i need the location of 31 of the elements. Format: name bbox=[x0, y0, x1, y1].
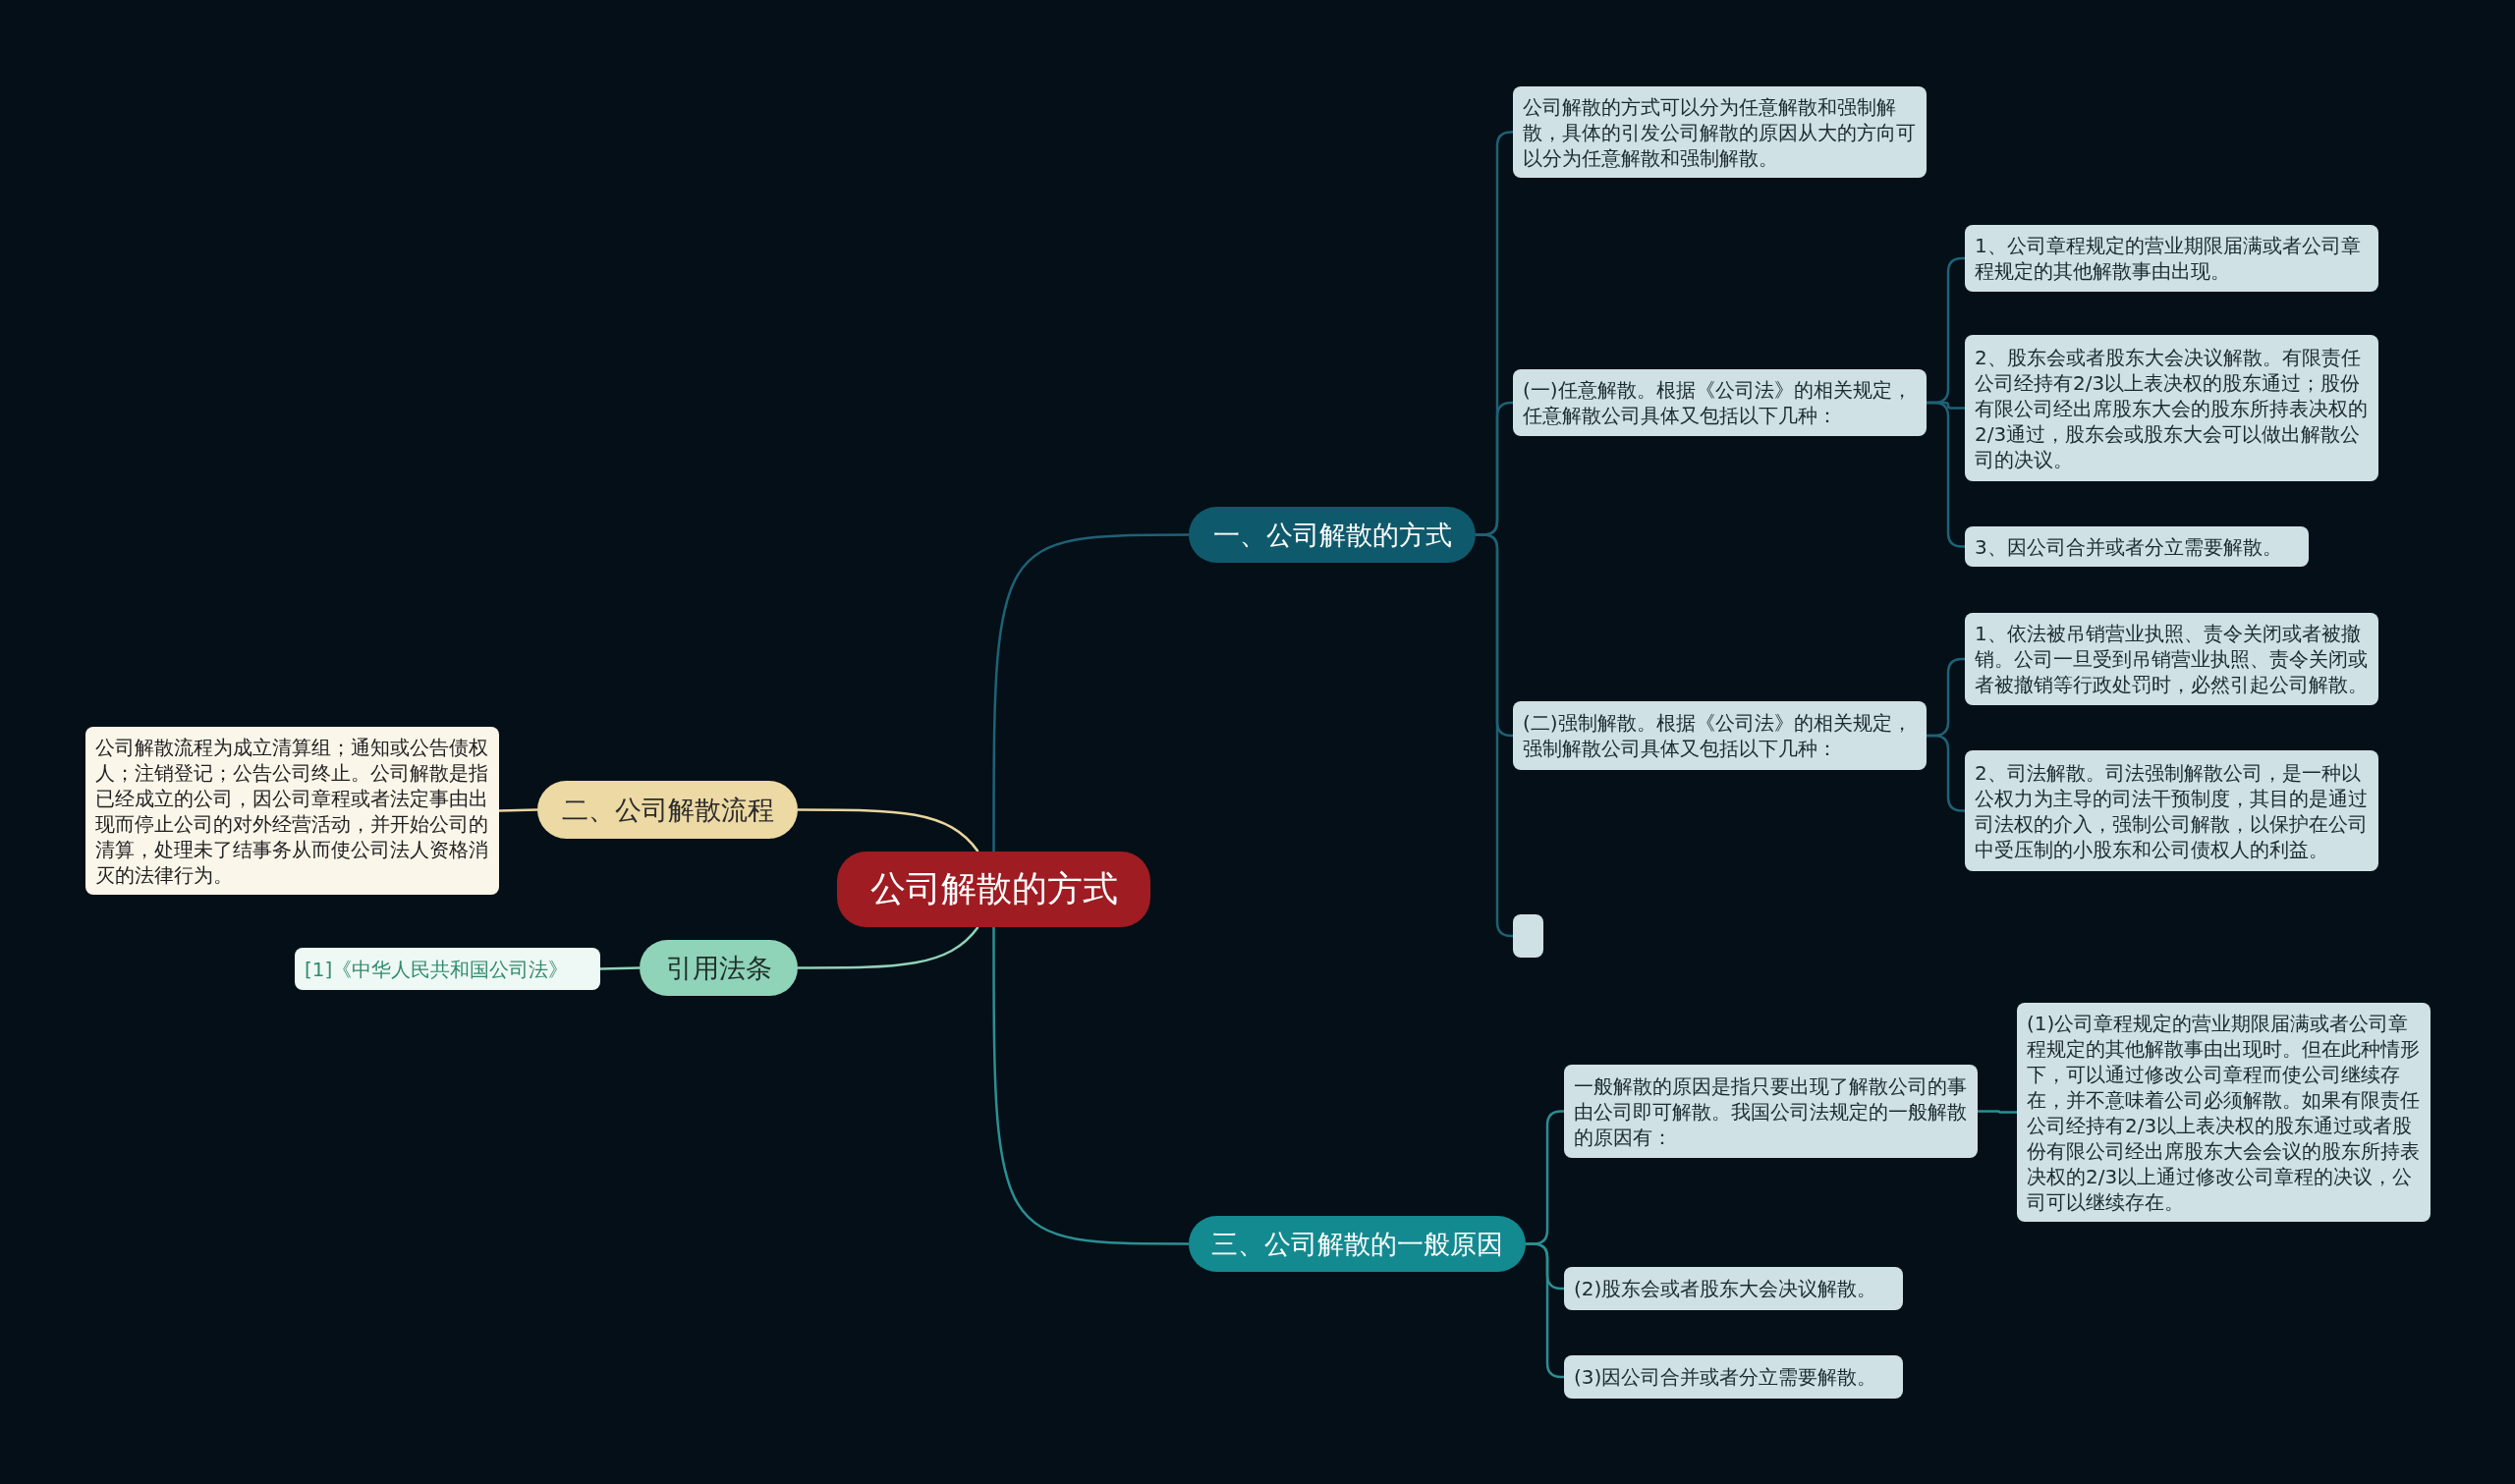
connector-line bbox=[992, 927, 1189, 1245]
note-box: 公司解散的方式可以分为任意解散和强制解散，具体的引发公司解散的原因从大的方向可以分为任意解散和强制解散。 bbox=[1513, 86, 1927, 178]
branch-topic: 一、公司解散的方式 bbox=[1189, 507, 1476, 563]
note-box: 2、司法解散。司法强制解散公司，是一种以公权力为主导的司法干预制度，其目的是通过司法权的介入，强制公司解散，以保护在公司中受压制的小股东和公司债权人的利益。 bbox=[1965, 750, 2378, 871]
connector-line bbox=[1526, 1242, 1564, 1379]
note-box: 1、依法被吊销营业执照、责令关闭或者被撤销。公司一旦受到吊销营业执照、责令关闭或者被撤销等行政处罚时，必然引起公司解散。 bbox=[1965, 613, 2378, 705]
note-box: (一)任意解散。根据《公司法》的相关规定，任意解散公司具体又包括以下几种： bbox=[1513, 369, 1927, 436]
note-box: (二)强制解散。根据《公司法》的相关规定，强制解散公司具体又包括以下几种： bbox=[1513, 701, 1927, 770]
note-box: (3)因公司合并或者分立需要解散。 bbox=[1564, 1355, 1903, 1399]
note-box: 2、股东会或者股东大会决议解散。有限责任公司经持有2/3以上表决权的股东通过；股份有限公司经出席股东大会的股东所持表决权的2/3通过，股东会或股东大会可以做出解散公司的决议。 bbox=[1965, 335, 2378, 481]
connector-line bbox=[1927, 734, 1965, 812]
note-box: (1)公司章程规定的营业期限届满或者公司章程规定的其他解散事由出现时。但在此种情形下，可以通过修改公司章程而使公司继续存在，并不意味着公司必须解散。如果有限责任公司经持有2/3以上表决权的股东通过或者股份有限公司经出席股东大会会议的股东所持表决权的2/3以上通过修改公司章程的决议，公司可以继续存在。 bbox=[2017, 1003, 2431, 1222]
connector-line bbox=[1978, 1110, 2017, 1114]
connector-line bbox=[1927, 401, 1965, 548]
branch-topic: 二、公司解散流程 bbox=[537, 781, 798, 839]
note-box: 公司解散流程为成立清算组；通知或公告债权人；注销登记；公告公司终止。公司解散是指已经成立的公司，因公司章程或者法定事由出现而停止公司的对外经营活动，并开始公司的清算，处理未了结事务从而使公司法人资格消灭的法律行为。 bbox=[85, 727, 499, 895]
citation-box: [1]《中华人民共和国公司法》 bbox=[295, 948, 600, 990]
empty-box bbox=[1513, 914, 1543, 958]
connector-line bbox=[599, 966, 641, 970]
connector-line bbox=[798, 926, 979, 969]
connector-line bbox=[992, 533, 1189, 852]
branch-topic: 引用法条 bbox=[640, 940, 798, 996]
connector-line bbox=[798, 808, 979, 852]
note-box: 一般解散的原因是指只要出现了解散公司的事由公司即可解散。我国公司法规定的一般解散的原因有： bbox=[1564, 1065, 1978, 1158]
connector-line bbox=[498, 808, 538, 812]
note-box: 3、因公司合并或者分立需要解散。 bbox=[1965, 526, 2309, 567]
root-topic: 公司解散的方式 bbox=[837, 852, 1150, 927]
branch-topic: 三、公司解散的一般原因 bbox=[1189, 1216, 1526, 1272]
note-box: (2)股东会或者股东大会决议解散。 bbox=[1564, 1267, 1903, 1310]
note-box: 1、公司章程规定的营业期限届满或者公司章程规定的其他解散事由出现。 bbox=[1965, 225, 2378, 292]
connector-line bbox=[1476, 533, 1514, 938]
